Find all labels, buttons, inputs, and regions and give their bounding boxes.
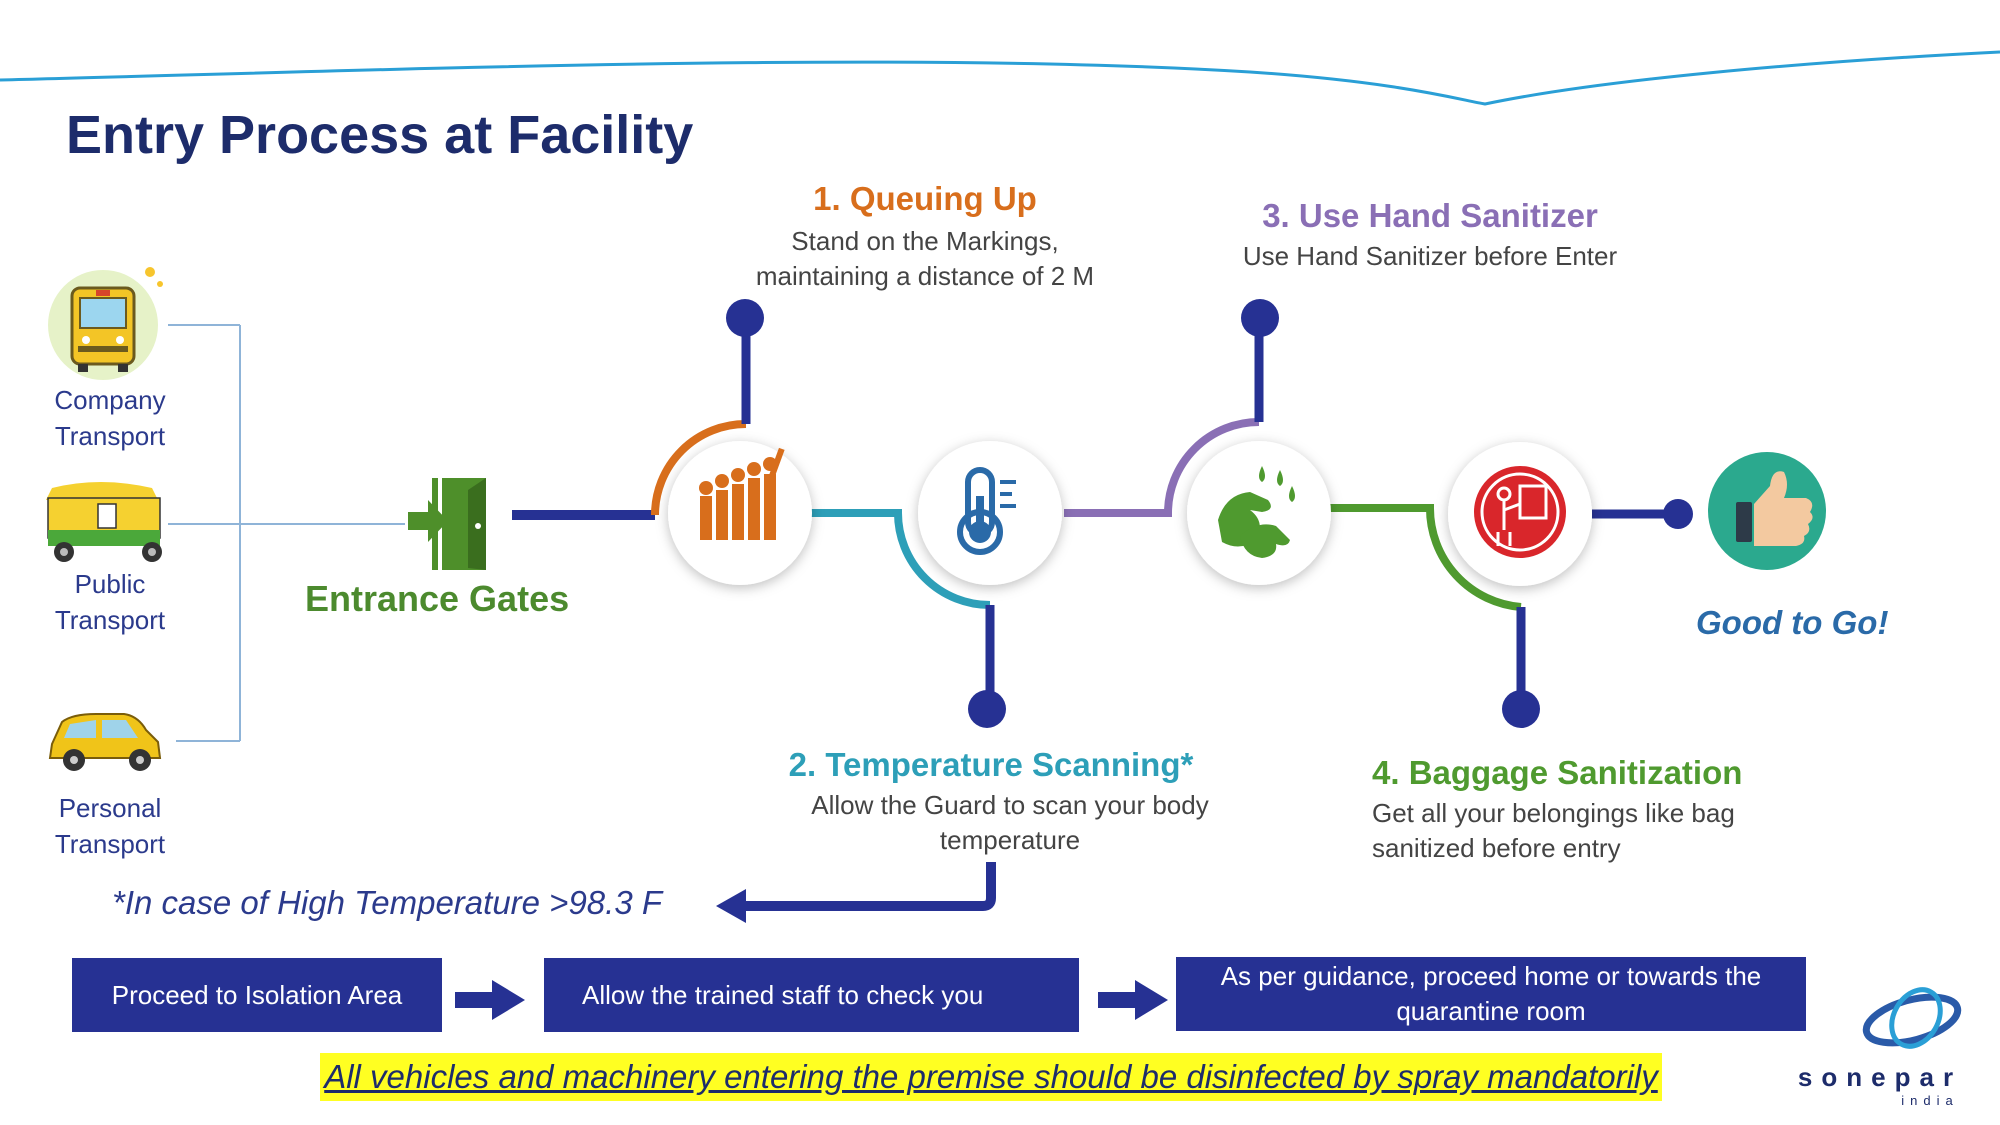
hand-wash-icon <box>1218 466 1295 558</box>
step-4-desc-line1: Get all your belongings like bag <box>1372 798 1735 828</box>
queue-people-icon <box>699 447 785 540</box>
step-2-title: 2. Temperature Scanning* <box>788 746 1194 783</box>
pin-1-dot <box>726 299 764 337</box>
path-teal <box>808 509 991 609</box>
step-1-desc-line1: Stand on the Markings, <box>791 226 1059 256</box>
high-temp-arrow <box>740 862 996 911</box>
action-1-text: Proceed to Isolation Area <box>111 979 403 1010</box>
pin-3-dot <box>1241 299 1279 337</box>
action-3-line1: As per guidance, proceed home or towards… <box>1220 961 1762 991</box>
company-transport-label: Company Transport <box>0 382 220 454</box>
baggage-check-icon <box>1474 466 1566 558</box>
action-2-text: Allow the trained staff to check you <box>582 979 984 1010</box>
top-wave-line <box>0 50 2000 106</box>
thumbs-up-icon <box>1708 452 1826 570</box>
path-orange-arc <box>651 420 747 516</box>
pin-4-dot <box>1502 690 1540 728</box>
car-icon <box>48 713 162 771</box>
action-box-isolation: Proceed to Isolation Area <box>72 958 442 1032</box>
step-3-desc-line1: Use Hand Sanitizer before Enter <box>1242 241 1618 271</box>
action-3-line2: quarantine room <box>1396 996 1586 1026</box>
disinfection-banner: All vehicles and machinery entering the … <box>320 1053 1662 1101</box>
auto-rickshaw-icon <box>46 482 162 562</box>
public-transport-line1: Public <box>74 569 146 599</box>
transport-connector <box>168 324 405 742</box>
company-transport-line1: Company <box>54 385 166 415</box>
entrance-gates-label: Entrance Gates <box>305 578 570 619</box>
pin-2-dot <box>968 690 1006 728</box>
personal-transport-label: Personal Transport <box>0 790 220 862</box>
step-3-text: 3. Use Hand Sanitizer Use Hand Sanitizer… <box>1200 197 1660 274</box>
page-title: Entry Process at Facility <box>66 105 694 165</box>
thermometer-icon <box>957 467 1016 555</box>
step-4-desc-line2: sanitized before entry <box>1372 833 1621 863</box>
path-purple <box>1064 418 1260 517</box>
action-box-staff-check: Allow the trained staff to check you <box>544 958 1079 1032</box>
public-transport-line2: Transport <box>54 605 166 635</box>
step-3-title: 3. Use Hand Sanitizer <box>1262 197 1598 234</box>
step-2-desc-line1: Allow the Guard to scan your body <box>811 790 1209 820</box>
sonepar-logo-subtext: india <box>1901 1093 1959 1108</box>
bus-icon <box>48 267 163 380</box>
entrance-gate-icon <box>408 478 486 570</box>
action-arrow-1 <box>455 980 525 1020</box>
path-green <box>1330 504 1522 611</box>
high-temperature-note: *In case of High Temperature >98.3 F <box>112 884 663 921</box>
company-transport-line2: Transport <box>54 421 166 451</box>
personal-transport-line2: Transport <box>54 829 166 859</box>
step-1-desc-line2: maintaining a distance of 2 M <box>755 261 1095 291</box>
step-4-title: 4. Baggage Sanitization <box>1372 754 1743 791</box>
high-temp-arrowhead <box>716 889 746 923</box>
personal-transport-line1: Personal <box>58 793 162 823</box>
good-to-go-label: Good to Go! <box>1696 604 1889 641</box>
step-1-title: 1. Queuing Up <box>813 180 1037 217</box>
step-1-text: 1. Queuing Up Stand on the Markings, mai… <box>700 180 1150 294</box>
step-2-desc-line2: temperature <box>939 825 1081 855</box>
sonepar-logo-text: sonepar <box>1797 1062 1963 1092</box>
public-transport-label: Public Transport <box>0 566 220 638</box>
step-4-text: 4. Baggage Sanitization Get all your bel… <box>1372 754 1852 866</box>
sonepar-logo-icon <box>1862 987 1962 1049</box>
path-final-dot <box>1663 499 1693 529</box>
step-2-text: 2. Temperature Scanning* Allow the Guard… <box>760 746 1260 858</box>
step-3-circle <box>1187 441 1331 585</box>
action-box-guidance: As per guidance, proceed home or towards… <box>1176 957 1806 1031</box>
action-arrow-2 <box>1098 980 1168 1020</box>
